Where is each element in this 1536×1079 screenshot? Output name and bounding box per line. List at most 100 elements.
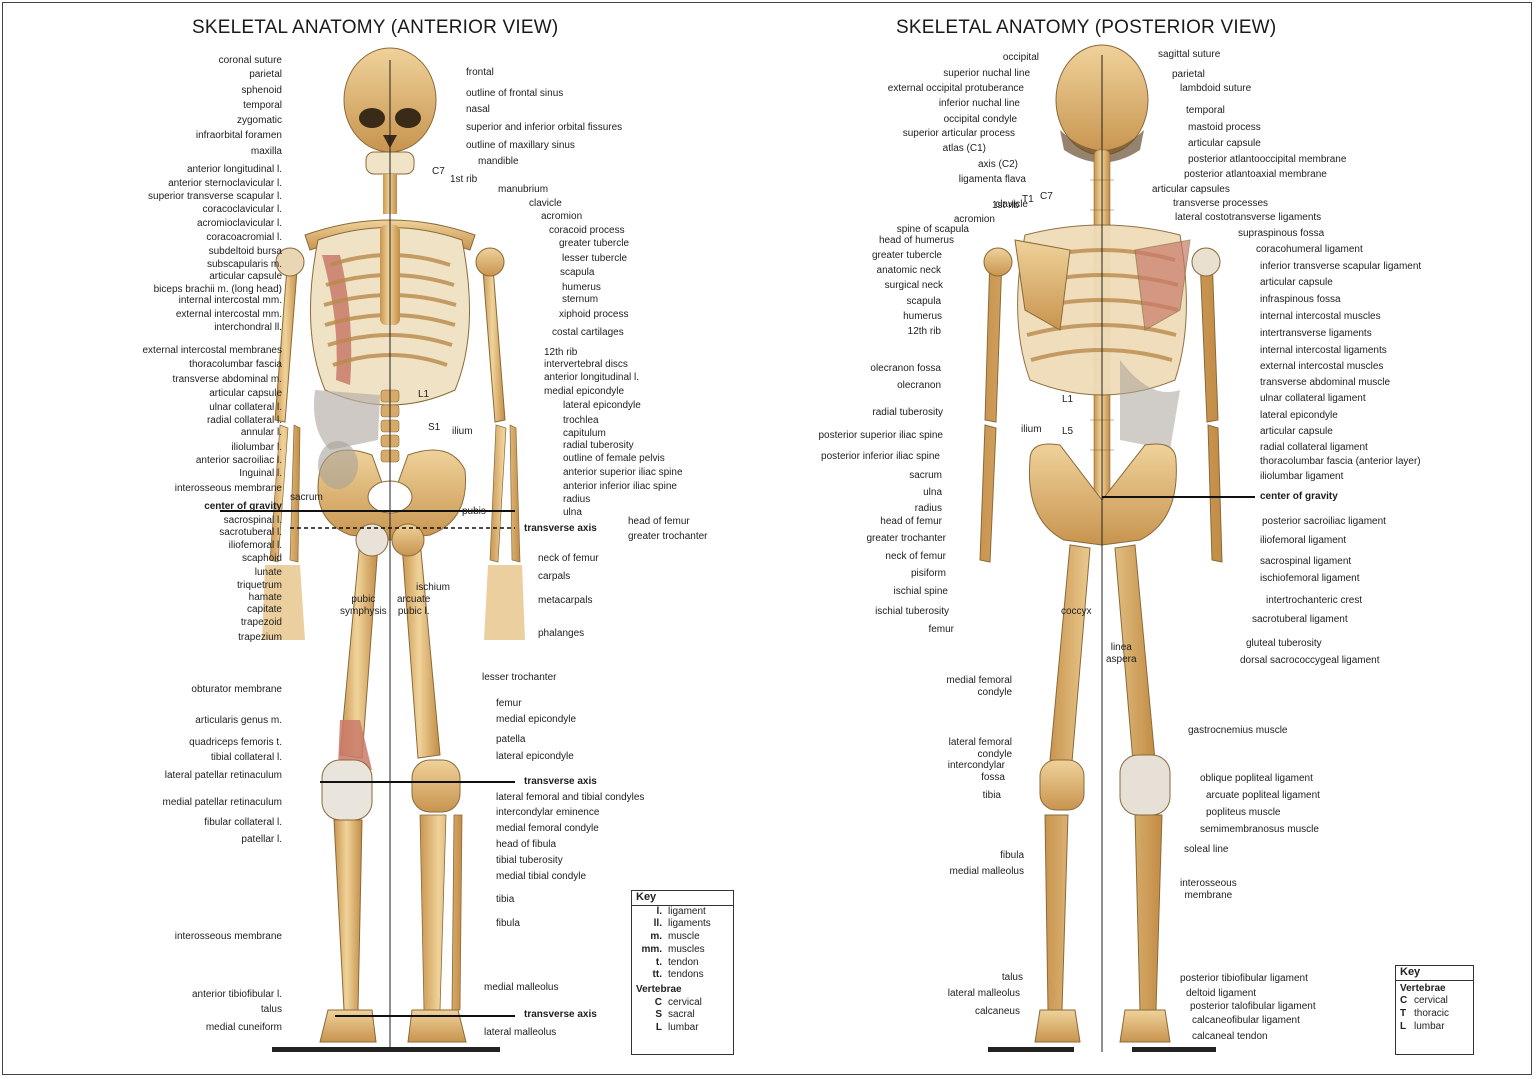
anterior-label: frontal xyxy=(466,67,494,78)
key-abbrev: ll. xyxy=(653,918,662,930)
anterior-label: lateral patellar retinaculum xyxy=(164,770,282,781)
anterior-label: maxilla xyxy=(250,146,282,157)
anterior-label: lesser trochanter xyxy=(482,672,557,683)
anterior-label: nasal xyxy=(466,104,490,115)
posterior-label: axis (C2) xyxy=(977,159,1018,170)
anterior-label: capitate xyxy=(246,604,282,615)
key-meaning: lumbar xyxy=(668,1022,699,1034)
posterior-label: dorsal sacrococcygeal ligament xyxy=(1240,655,1380,666)
anterior-label: sternum xyxy=(562,294,599,305)
anterior-label: head of femur xyxy=(628,516,690,527)
posterior-label: lateral malleolus xyxy=(947,988,1020,999)
anterior-label: medial patellar retinaculum xyxy=(162,797,282,808)
posterior-label: acromion xyxy=(953,214,995,225)
anterior-label: anterior sternoclavicular l. xyxy=(168,178,282,189)
key-abbrev: t. xyxy=(655,956,662,968)
anterior-label: metacarpals xyxy=(538,595,593,606)
anterior-label: articular capsule xyxy=(209,388,282,399)
posterior-label: transverse abdominal muscle xyxy=(1260,377,1391,388)
key-meaning: muscle xyxy=(668,931,700,943)
anterior-label: transverse abdominal m. xyxy=(172,374,283,385)
anterior-label: superior and inferior orbital fissures xyxy=(466,122,623,133)
anterior-label: acromioclavicular l. xyxy=(196,218,282,229)
anterior-label: subscapularis m. xyxy=(206,259,282,270)
anterior-label: tibial collateral l. xyxy=(210,752,282,763)
posterior-label: radial tuberosity xyxy=(872,407,943,418)
anterior-label: 1st rib xyxy=(450,174,478,185)
anterior-label: obturator membrane xyxy=(191,684,282,695)
posterior-label: mastoid process xyxy=(1188,122,1261,133)
key-row: tt.tendons xyxy=(632,969,733,982)
anterior-label: costal cartilages xyxy=(552,327,624,338)
posterior-inner-label: 1st rib xyxy=(992,200,1020,211)
posterior-label: posterior atlantoaxial membrane xyxy=(1184,169,1327,180)
posterior-label: center of gravity xyxy=(1260,491,1338,502)
posterior-label: internal intercostal ligaments xyxy=(1260,345,1387,356)
posterior-label: iliolumbar ligament xyxy=(1260,471,1344,482)
posterior-label: sagittal suture xyxy=(1158,49,1221,60)
anterior-label: lateral epicondyle xyxy=(496,751,574,762)
anterior-label: lateral epicondyle xyxy=(563,400,641,411)
key-meaning: ligaments xyxy=(668,918,711,930)
posterior-label: articular capsules xyxy=(1152,184,1230,195)
key-meaning: tendon xyxy=(668,956,699,968)
posterior-label: lateral femoral condyle xyxy=(948,737,1012,760)
anterior-label: anterior longitudinal l. xyxy=(544,372,640,383)
anterior-label: anterior superior iliac spine xyxy=(563,467,683,478)
key-meaning: sacral xyxy=(668,1009,695,1021)
anterior-label: annular l. xyxy=(240,427,282,438)
anterior-label: infraorbital foramen xyxy=(195,130,282,141)
anterior-label: interosseous membrane xyxy=(174,483,282,494)
posterior-inner-label: L1 xyxy=(1062,394,1074,405)
anterior-label: humerus xyxy=(562,282,601,293)
key-abbrev: C xyxy=(654,996,662,1008)
posterior-label: ulna xyxy=(923,487,942,498)
anterior-label: medial epicondyle xyxy=(544,386,625,397)
posterior-label: fibula xyxy=(1000,850,1024,861)
anterior-label: outline of female pelvis xyxy=(563,453,665,464)
posterior-label: posterior tibiofibular ligament xyxy=(1180,973,1308,984)
anterior-label: medial cuneiform xyxy=(205,1022,282,1033)
posterior-label: calcaneus xyxy=(974,1006,1020,1017)
anterior-label: outline of frontal sinus xyxy=(466,88,564,99)
posterior-label: head of femur xyxy=(880,516,942,527)
posterior-label: sacrospinal ligament xyxy=(1260,556,1352,567)
anterior-label: Inguinal l. xyxy=(239,468,282,479)
anterior-label: anterior sacroiliac l. xyxy=(195,455,282,466)
posterior-label: sacrum xyxy=(909,470,942,481)
posterior-label: intertrochanteric crest xyxy=(1266,595,1363,606)
posterior-label: medial femoral condyle xyxy=(946,675,1012,698)
posterior-label: superior articular process xyxy=(902,128,1015,139)
posterior-label: pisiform xyxy=(910,568,946,579)
posterior-label: ischial tuberosity xyxy=(875,606,949,617)
anterior-label: intercondylar eminence xyxy=(496,807,600,818)
posterior-label: thoracolumbar fascia (anterior layer) xyxy=(1260,456,1421,467)
posterior-label: infraspinous fossa xyxy=(1260,294,1341,305)
anterior-label: coracoid process xyxy=(549,225,625,236)
posterior-label: calcaneal tendon xyxy=(1192,1031,1268,1042)
anterior-label: clavicle xyxy=(529,198,562,209)
anterior-label: anterior longitudinal l. xyxy=(186,164,282,175)
key-abbrev: T xyxy=(1400,1008,1407,1020)
key-meaning: tendons xyxy=(668,969,704,981)
posterior-label: superior nuchal line xyxy=(943,68,1030,79)
key-row: t. tendon xyxy=(632,957,733,970)
key-meaning: cervical xyxy=(1414,995,1448,1007)
posterior-label: transverse processes xyxy=(1173,198,1269,209)
anterior-label: trochlea xyxy=(563,415,599,426)
anterior-label: trapezoid xyxy=(240,617,282,628)
key-meaning: ligament xyxy=(668,905,706,917)
posterior-label: radius xyxy=(914,503,942,514)
anterior-label: femur xyxy=(496,698,522,709)
posterior-label: posterior superior iliac spine xyxy=(818,430,943,441)
anterior-inner-label: L1 xyxy=(418,389,430,400)
anterior-label: talus xyxy=(260,1004,282,1015)
posterior-label: lambdoid suture xyxy=(1180,83,1252,94)
anterior-label: radius xyxy=(563,494,591,505)
